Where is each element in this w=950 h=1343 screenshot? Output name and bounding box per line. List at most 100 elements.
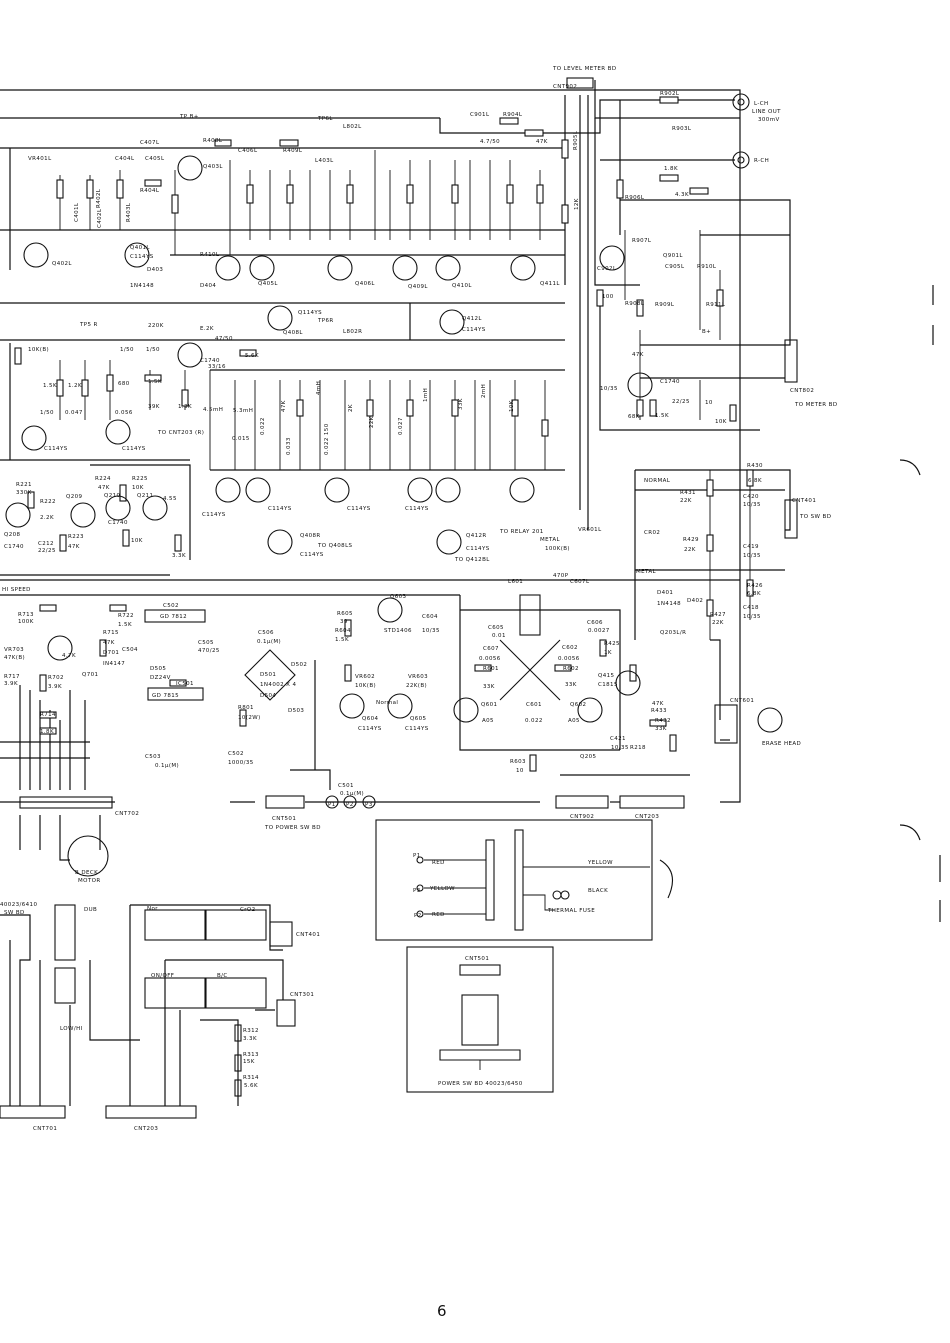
label-b-vr602: VR602	[355, 674, 375, 680]
label-b-10-2w: 10(2W)	[238, 715, 261, 721]
label-b-33k2: 33K	[565, 682, 577, 688]
label-c-10kk: 10K	[132, 485, 144, 491]
label-c-33k2: 3.3K	[172, 553, 186, 559]
label-b-a05: A05	[482, 718, 494, 724]
label-r-metal2: METAL	[540, 537, 561, 543]
label-c-r408l: R408L	[203, 138, 223, 144]
switch-15k-label: 15K	[243, 1059, 255, 1065]
label-b-c421: C421	[610, 736, 626, 742]
label-b-10: 10	[516, 768, 524, 774]
label-b-c607: C607	[483, 646, 499, 652]
transformer-p1-label: P1	[413, 853, 421, 859]
label-b-cnt203: CNT203	[635, 814, 659, 820]
label-b-bdeck: B DECK	[75, 870, 98, 876]
label-c-r223: R223	[68, 534, 84, 540]
label-b-d502: D502	[291, 662, 307, 668]
label-b-47kb: 47K(B)	[4, 655, 25, 661]
label-b-r713: R713	[18, 612, 34, 618]
power-board	[406, 946, 554, 1093]
label-c-10k3: 10K	[131, 538, 143, 544]
label-b-normal: Normal	[376, 700, 398, 706]
label-b-r218: R218	[630, 745, 646, 751]
label-b-33k3: 33K	[655, 726, 667, 732]
label-c-vr401l: VR401L	[28, 156, 52, 162]
label-b-cnt601: CNT601	[730, 698, 754, 704]
label-c-l403l: L403L	[315, 158, 334, 164]
label-r-c418: C418	[743, 605, 759, 611]
label-c-1mh: 1mH	[423, 388, 429, 402]
label-c-0033: 0.033	[286, 437, 292, 455]
line-out-level-label: 300mV	[758, 117, 780, 123]
label-b-15k2: 1.5K	[118, 622, 132, 628]
label-c-q208: Q208	[4, 532, 21, 538]
switch-cnt701-label: CNT701	[33, 1126, 57, 1132]
label-b-dz24v: DZ24V	[150, 675, 171, 681]
label-c-q411l: Q411L	[540, 281, 560, 287]
switch-cnt203-label: CNT203	[134, 1126, 158, 1132]
label-b-d503: D503	[288, 708, 304, 714]
label-r-10k: 10K	[715, 419, 727, 425]
rch-label: R-CH	[754, 158, 769, 164]
label-b-topower: TO POWER SW BD	[264, 825, 321, 831]
label-b-r604: R604	[335, 628, 351, 634]
label-r-47-50: 4.7/50	[480, 139, 500, 145]
label-b-erase: ERASE HEAD	[762, 741, 801, 747]
label-c-c114ys9: C114YS	[300, 552, 324, 558]
label-r-68k3: 6.8K	[747, 591, 761, 597]
label-r-vr601l: VR601L	[578, 527, 602, 533]
label-r-c607l: C607L	[570, 579, 590, 585]
label-b-a05b: A05	[568, 718, 580, 724]
label-c-q412l: Q412L	[462, 316, 482, 322]
label-r-c1740: C1740	[660, 379, 680, 385]
label-b-r717: R717	[4, 674, 20, 680]
label-b-cnt902: CNT902	[570, 814, 594, 820]
label-r-c420: C420	[743, 494, 759, 500]
label-b-r433: R433	[651, 708, 667, 714]
cnt902-top-label: CNT902	[553, 84, 577, 90]
label-c-0027: 0.027	[398, 417, 404, 435]
label-r-d401: D401	[657, 590, 673, 596]
label-b-d701: D701	[103, 650, 119, 656]
label-b-0022: 0.022	[525, 718, 543, 724]
label-b-q601: Q601	[481, 702, 497, 708]
power-board-label: POWER SW BD 40023/6450	[438, 1081, 523, 1087]
label-c-q406l: Q406L	[355, 281, 375, 287]
label-c-q210: Q210	[104, 493, 121, 499]
label-c-tpb: TP B+	[179, 114, 199, 120]
label-r-r431: R431	[680, 490, 696, 496]
label-c-q405l: Q405L	[258, 281, 278, 287]
label-b-q605: Q605	[410, 716, 427, 722]
label-c-22k: 22K	[369, 416, 375, 428]
label-r-r426: R426	[747, 583, 763, 589]
label-c-c114ys7: C114YS	[347, 506, 371, 512]
transformer-black-label: BLACK	[588, 888, 608, 894]
label-r-normal: NORMAL	[644, 478, 671, 484]
label-b-q205: Q205	[580, 754, 597, 760]
label-c-10k: 10K	[509, 400, 515, 412]
label-b-c1815: C1815	[598, 682, 618, 688]
label-b-c606: C606	[587, 620, 603, 626]
label-c-47-50: 47/50	[215, 336, 233, 342]
label-c-15k: 1.5K	[43, 383, 57, 389]
label-b-c604: C604	[422, 614, 438, 620]
label-c-c114ys10: C114YS	[466, 546, 490, 552]
label-c-680: 680	[118, 381, 130, 387]
transformer-p2-label: P2	[414, 913, 422, 919]
label-c-455: 4.55	[163, 496, 177, 502]
label-b-r602: R602	[563, 666, 579, 672]
switch-56k-label: 5.6K	[244, 1083, 258, 1089]
label-b-cnt501: CNT501	[272, 816, 296, 822]
label-r-15k: 1.5K	[655, 413, 669, 419]
label-c-q401l: Q401L	[130, 245, 150, 251]
label-c-to-q408ls: TO Q408LS	[317, 543, 353, 549]
switch-r314-label: R314	[243, 1075, 259, 1081]
label-r-r429: R429	[683, 537, 699, 543]
thermal-fuse-label: THERMAL FUSE	[547, 908, 595, 914]
margin-marks	[899, 285, 941, 922]
label-b-std1406: STD1406	[384, 628, 412, 634]
label-b-c601: C601	[526, 702, 542, 708]
label-c-12k: 1.2K	[68, 383, 82, 389]
to-level-meter-label: TO LEVEL METER BD	[552, 66, 616, 72]
label-b-ic501: IC501	[176, 681, 194, 687]
label-c-r224: R224	[95, 476, 111, 482]
